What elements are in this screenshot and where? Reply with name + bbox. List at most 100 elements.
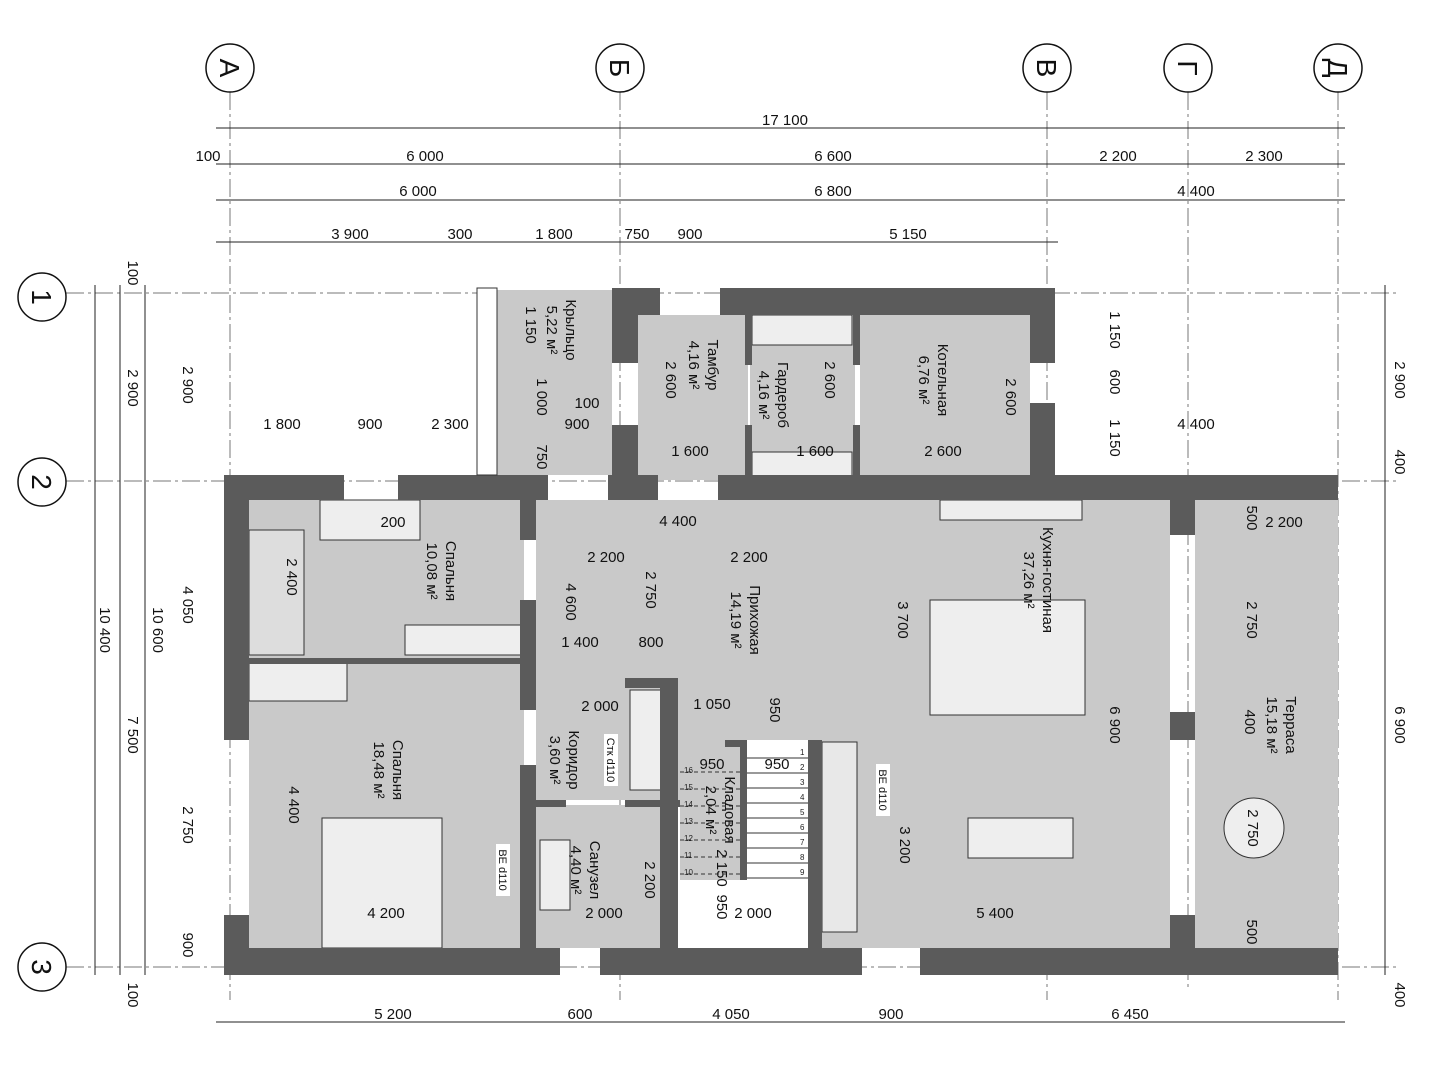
dimension-interior: 4 400	[659, 513, 697, 530]
room-name: Крыльцо	[562, 299, 579, 360]
dimension-interior: 2 600	[662, 361, 679, 399]
room-name: Гардероб	[774, 362, 791, 428]
stair-step-number: 6	[800, 823, 805, 832]
axis-letter: Г	[1172, 60, 1203, 75]
axis-number: 2	[26, 474, 57, 490]
room-area: 4,40 м²	[567, 846, 584, 895]
stair-step-number: 3	[800, 778, 805, 787]
dimension-interior: 900	[357, 416, 382, 433]
dimension-interior: 600	[1106, 369, 1123, 394]
stair-step-number: 10	[684, 868, 693, 877]
stair-step-number: 7	[800, 838, 805, 847]
dimension-interior: 1 600	[671, 443, 709, 460]
room-name: Котельная	[934, 344, 951, 417]
dimension-interior: 950	[764, 756, 789, 773]
axis-number: 3	[26, 959, 57, 975]
dimension-interior: 2 600	[924, 443, 962, 460]
room-name: Коридор	[565, 730, 582, 789]
dimension-top: 2 200	[1099, 148, 1137, 165]
dimension-interior: 2 600	[821, 361, 838, 399]
dimension-bottom: 900	[878, 1006, 903, 1023]
dimension-interior: 4 400	[1177, 416, 1215, 433]
room-name: Спальня	[442, 541, 459, 601]
axis-bubble	[595, 43, 645, 93]
dimension-top: 3 900	[331, 226, 369, 243]
room-name: Кладовая	[721, 776, 738, 843]
room-area: 37,26 м²	[1020, 551, 1037, 608]
dimension-right: 400	[1391, 982, 1408, 1007]
dimension-top: 6 000	[399, 183, 437, 200]
room-area: 10,08 м²	[423, 542, 440, 599]
stair-step-number: 13	[684, 817, 693, 826]
stair-step-number: 16	[684, 766, 693, 775]
floors	[248, 290, 1338, 949]
dimension-interior: 800	[638, 634, 663, 651]
dimension-left: 10 400	[96, 607, 113, 653]
dimension-top: 300	[447, 226, 472, 243]
dimension-interior: 2 200	[641, 861, 658, 899]
stair-step-number: 14	[684, 800, 693, 809]
room-name: Санузел	[586, 841, 603, 899]
dimension-interior: 500	[1243, 919, 1260, 944]
dimension-lines	[94, 127, 1386, 1023]
room-area: 4,16 м²	[685, 341, 702, 390]
dimension-interior: 2 400	[283, 558, 300, 596]
dimension-interior: 2 750	[1243, 601, 1260, 639]
dimension-left: 10 600	[149, 607, 166, 653]
stair-step-number: 12	[684, 834, 693, 843]
dimension-top: 6 000	[406, 148, 444, 165]
dimension-top: 6 600	[814, 148, 852, 165]
dimension-left: 2 750	[179, 806, 196, 844]
room-name: Терраса	[1282, 696, 1299, 754]
dimension-left: 100	[124, 260, 141, 285]
axis-bubble	[205, 43, 255, 93]
dimension-interior: 2 200	[1265, 514, 1303, 531]
axis-bubble	[17, 942, 67, 992]
dimension-left: 100	[124, 982, 141, 1007]
dimension-interior: 750	[533, 444, 550, 469]
stair-step-number: 2	[800, 763, 805, 772]
dimension-interior: 2 150	[713, 849, 730, 887]
room-area: 15,18 м²	[1263, 696, 1280, 753]
room-area: 4,16 м²	[755, 371, 772, 420]
pipe-note: ВЕ d110	[876, 769, 888, 810]
dimension-right: 2 900	[1391, 361, 1408, 399]
dimension-interior: 2 600	[1002, 378, 1019, 416]
dimension-interior: 1 400	[561, 634, 599, 651]
axis-bubble	[17, 272, 67, 322]
dimension-left: 2 900	[179, 366, 196, 404]
axis-bubble	[1022, 43, 1072, 93]
axis-letter: В	[1031, 59, 1062, 78]
axis-letter: Д	[1322, 59, 1353, 78]
room-area: 14,19 м²	[727, 591, 744, 648]
stair-step-number: 15	[684, 783, 693, 792]
dimension-interior: 1 800	[263, 416, 301, 433]
dimension-interior: 200	[380, 514, 405, 531]
dimension-interior: 500	[1243, 505, 1260, 530]
dimension-top: 4 400	[1177, 183, 1215, 200]
dimension-bottom: 600	[567, 1006, 592, 1023]
dimension-bottom: 4 050	[712, 1006, 750, 1023]
stair-step-number: 5	[800, 808, 805, 817]
dimension-interior: 4 400	[285, 786, 302, 824]
axis-markers: А Б В Г Д 12 3	[17, 43, 1363, 992]
dimension-interior: 6 900	[1106, 706, 1123, 744]
room-name: Кухня-гостиная	[1039, 527, 1056, 633]
room-name: Прихожая	[746, 585, 763, 655]
axis-letter: А	[214, 59, 245, 78]
dimension-top: 750	[624, 226, 649, 243]
dimension-interior: 3 700	[894, 601, 911, 639]
dimension-interior: 2 000	[734, 905, 772, 922]
axis-letter: Б	[604, 59, 635, 77]
dimension-top: 5 150	[889, 226, 927, 243]
dimension-interior: 2 750	[1244, 809, 1261, 847]
